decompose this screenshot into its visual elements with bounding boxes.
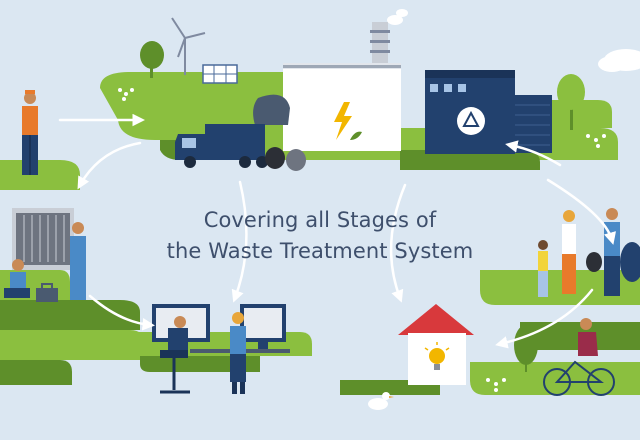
cyclist-figure bbox=[578, 318, 598, 356]
bicycle-icon bbox=[543, 360, 615, 396]
worker-figure bbox=[22, 90, 38, 175]
duck-icon bbox=[368, 392, 394, 410]
lightning-leaf-icon bbox=[334, 102, 362, 140]
technician-figure bbox=[70, 222, 86, 300]
solar-panel-icon bbox=[202, 64, 238, 84]
garbage-truck-icon bbox=[175, 94, 290, 168]
headline-line-2: the Waste Treatment System bbox=[166, 239, 474, 263]
family-figures bbox=[538, 208, 620, 297]
computer-monitor-icon bbox=[240, 304, 286, 350]
headline-line-1: Covering all Stages of bbox=[203, 208, 437, 232]
recycle-icon bbox=[457, 107, 485, 135]
tree-icon bbox=[557, 74, 585, 130]
tree-icon bbox=[140, 41, 164, 78]
control-cabinet-icon bbox=[12, 208, 74, 270]
flowers-icon bbox=[586, 134, 606, 148]
seated-operator-figure bbox=[160, 316, 190, 394]
cloud-icon bbox=[598, 49, 640, 72]
light-bulb-icon bbox=[424, 342, 450, 370]
wind-turbine-icon bbox=[171, 17, 206, 75]
flowers-icon bbox=[486, 378, 506, 392]
tree-icon bbox=[620, 242, 640, 282]
garbage-bags-icon bbox=[265, 147, 306, 171]
kneeling-worker-figure bbox=[4, 259, 30, 298]
standing-operator-figure bbox=[230, 312, 246, 394]
flowers-icon bbox=[118, 88, 134, 101]
toolbox-icon bbox=[36, 283, 58, 302]
process-flow-arrows bbox=[58, 113, 616, 349]
